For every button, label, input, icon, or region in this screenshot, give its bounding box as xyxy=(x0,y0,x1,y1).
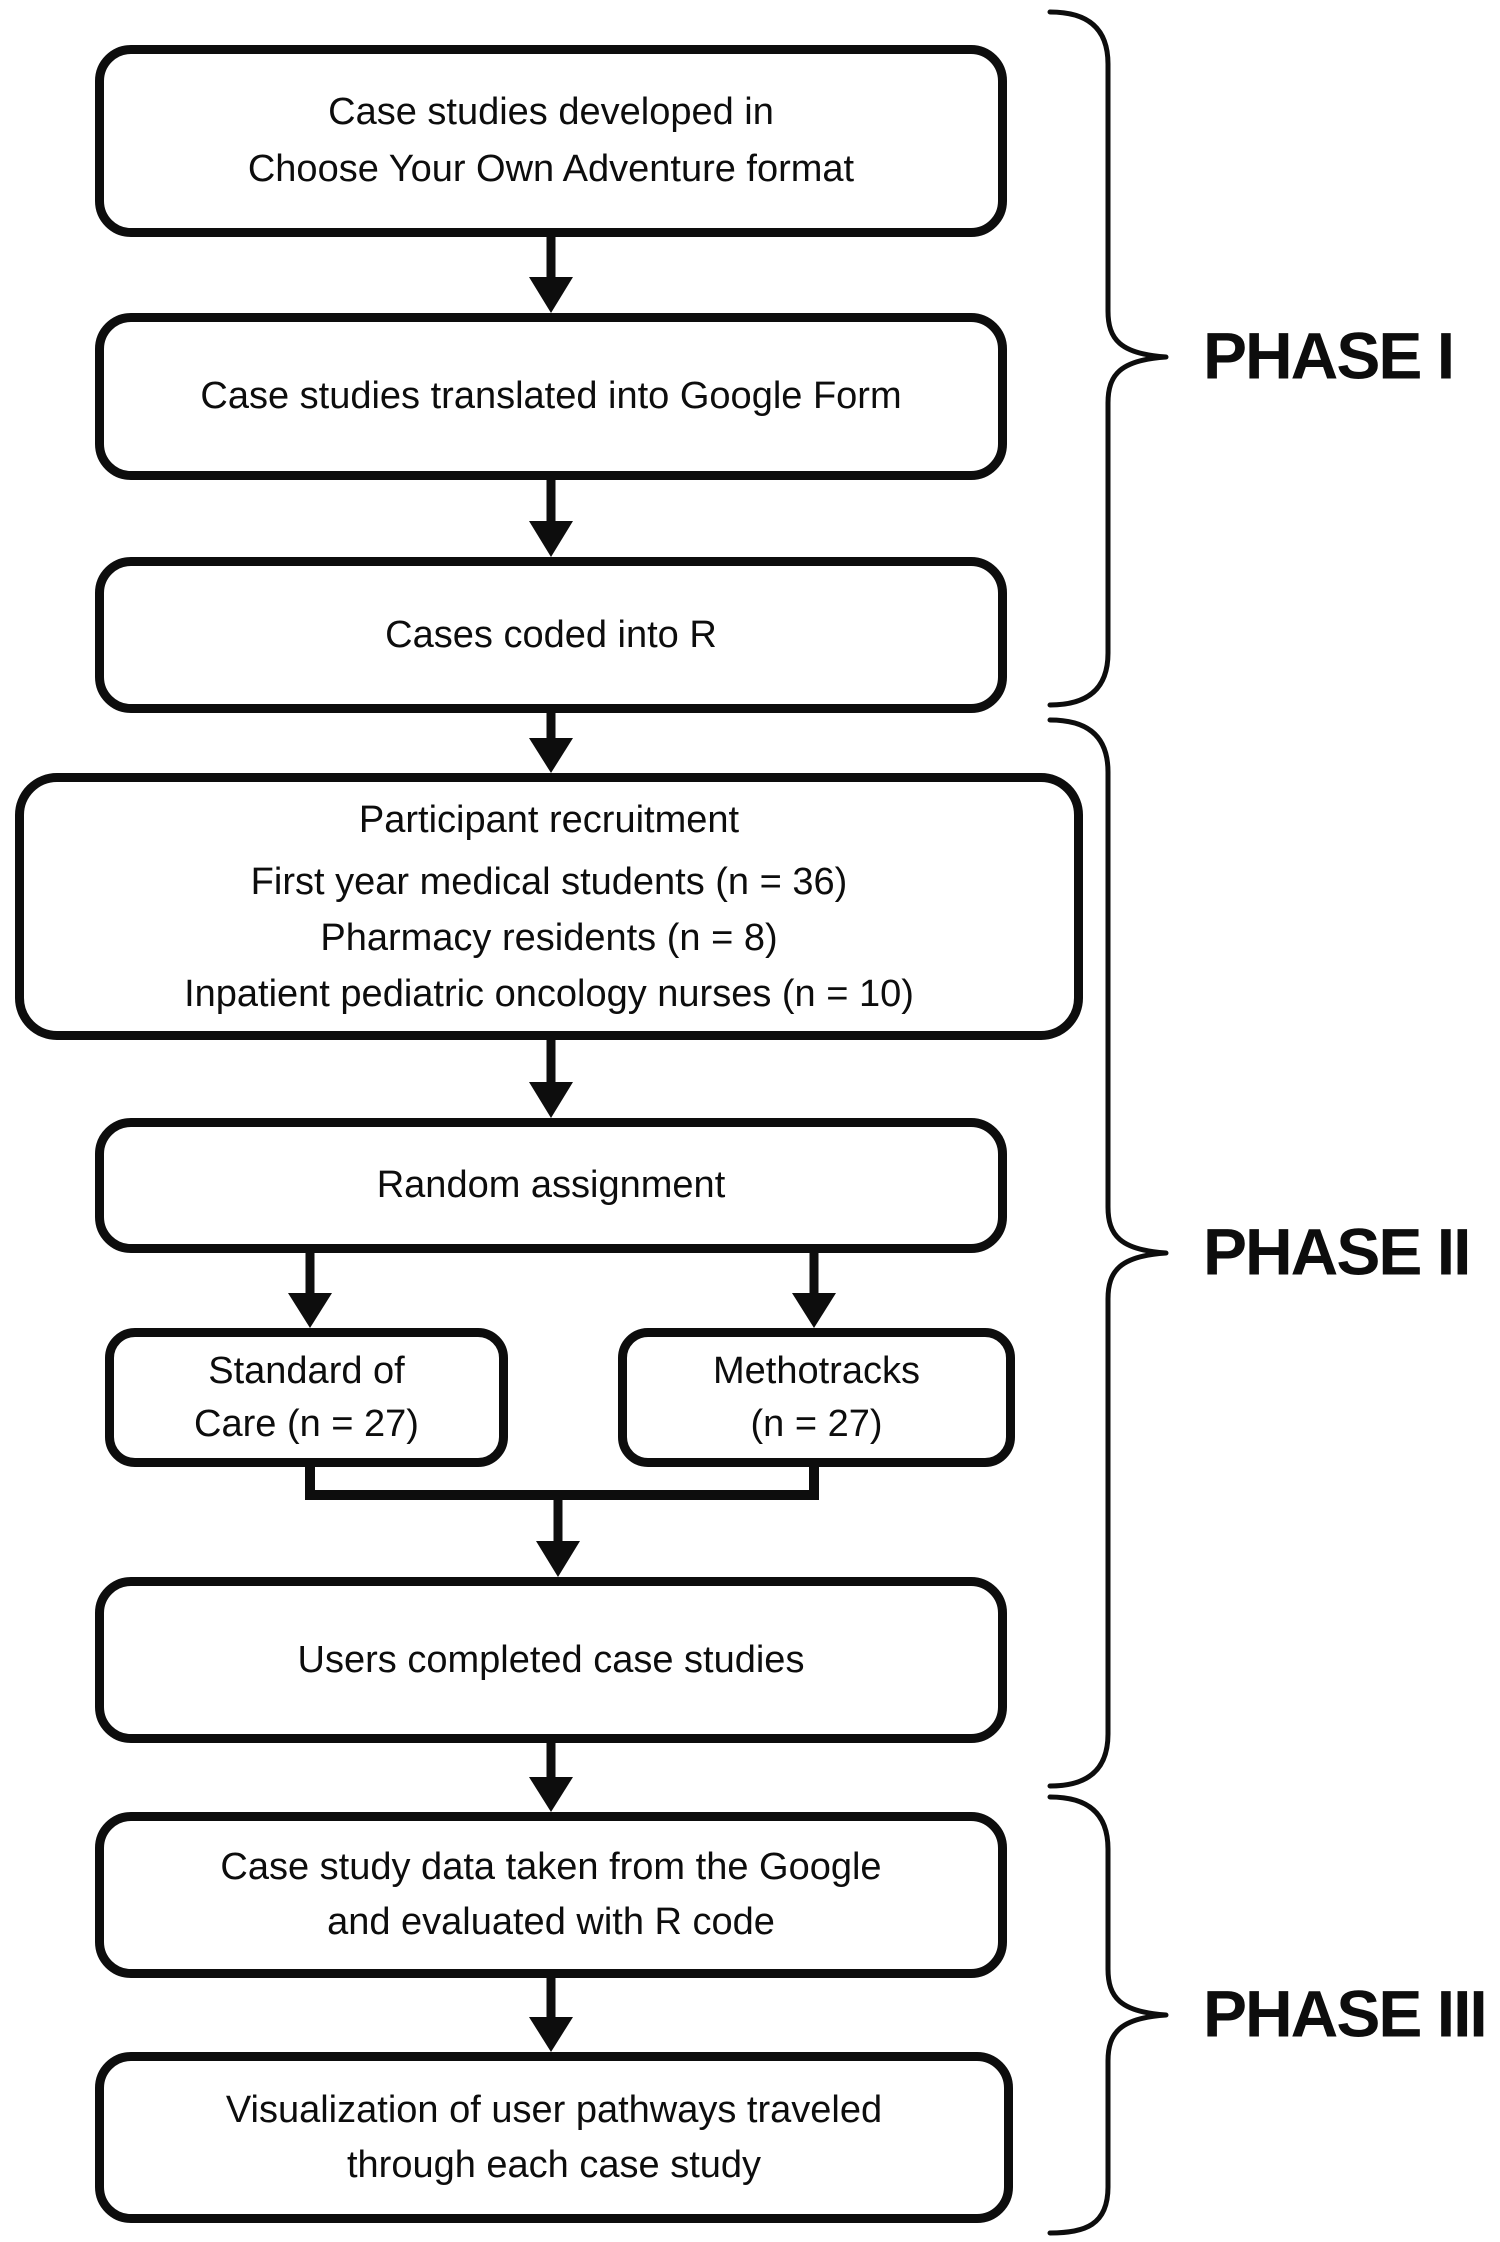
box-text-line: Case studies developed in xyxy=(328,91,774,133)
phase-1-label: PHASE I xyxy=(1203,318,1455,393)
phase-3-brace xyxy=(1047,1794,1169,2236)
arrow-down-7 xyxy=(529,1741,573,1812)
arrow-down-2 xyxy=(529,478,573,557)
arrow-down-3 xyxy=(529,711,573,773)
merge-connector xyxy=(305,1465,819,1577)
box-data-evaluated: Case study data taken from the Google an… xyxy=(95,1812,1007,1978)
box-text-line: Participant recruitment xyxy=(358,798,740,841)
box-participant-recruitment: Participant recruitment First year medic… xyxy=(15,773,1083,1040)
phase-3-label: PHASE III xyxy=(1203,1976,1488,2051)
box-visualization: Visualization of user pathways traveled … xyxy=(95,2052,1013,2223)
box-text-line: Case study data taken from the Google xyxy=(220,1846,882,1888)
box-random-assignment: Random assignment xyxy=(95,1118,1007,1253)
box-text-line: Case studies translated into Google Form xyxy=(200,375,902,417)
box-methotracks: Methotracks (n = 27) xyxy=(618,1328,1015,1467)
box-users-completed: Users completed case studies xyxy=(95,1577,1007,1743)
box-translated-google-form: Case studies translated into Google Form xyxy=(95,313,1007,480)
box-text-line: First year medical students (n = 36) xyxy=(250,860,848,903)
box-text-line: and evaluated with R code xyxy=(327,1901,775,1943)
box-text-line: through each case study xyxy=(346,2143,762,2186)
box-text-line: Methotracks xyxy=(713,1349,920,1392)
phase-2-brace xyxy=(1047,717,1169,1789)
box-case-studies-developed: Case studies developed in Choose Your Ow… xyxy=(95,45,1007,237)
box-text-line: Users completed case studies xyxy=(297,1638,805,1681)
box-text-line: (n = 27) xyxy=(750,1402,883,1445)
box-text-line: Standard of xyxy=(208,1349,405,1392)
box-text-line: Visualization of user pathways traveled xyxy=(225,2088,883,2131)
box-text-line: Pharmacy residents (n = 8) xyxy=(320,916,778,959)
box-standard-of-care: Standard of Care (n = 27) xyxy=(105,1328,508,1467)
arrow-down-8 xyxy=(529,1976,573,2052)
arrow-down-4 xyxy=(529,1038,573,1118)
box-text-line: Inpatient pediatric oncology nurses (n =… xyxy=(184,972,914,1015)
box-cases-coded-r: Cases coded into R xyxy=(95,557,1007,713)
phase-2-label: PHASE II xyxy=(1203,1214,1471,1289)
box-text-line: Choose Your Own Adventure format xyxy=(247,148,855,190)
box-text-line: Random assignment xyxy=(376,1164,726,1206)
arrow-split-right xyxy=(792,1251,836,1328)
arrow-split-left xyxy=(288,1251,332,1328)
box-text-line: Care (n = 27) xyxy=(194,1402,419,1445)
box-text-line: Cases coded into R xyxy=(385,613,717,656)
phase-1-brace xyxy=(1047,9,1169,708)
arrow-down-1 xyxy=(529,233,573,313)
